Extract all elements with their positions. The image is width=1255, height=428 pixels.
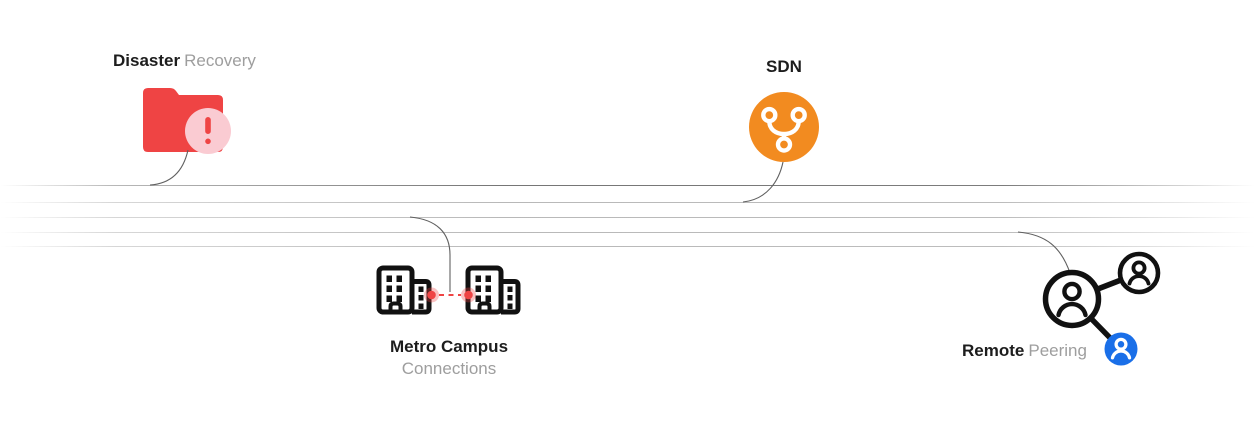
remote-peering-label-primary: Remote <box>962 341 1025 360</box>
disaster-recovery-label-secondary: Recovery <box>184 51 256 70</box>
backbone-line-4 <box>0 232 1255 233</box>
backbone-line-3 <box>0 217 1255 218</box>
backbone-line-2 <box>0 202 1255 203</box>
backbone-line-1 <box>0 185 1255 186</box>
disaster-recovery-label-primary: Disaster <box>113 51 181 70</box>
remote-peering-label-secondary: Peering <box>1028 341 1087 360</box>
metro-campus-label-secondary: Connections <box>401 359 497 378</box>
blue-peer-icon <box>1104 332 1138 366</box>
building-icon <box>376 265 432 315</box>
metro-campus-label-primary: Metro Campus <box>389 337 509 356</box>
backbone-line-5 <box>0 246 1255 247</box>
branch-icon <box>761 106 807 153</box>
sdn-node <box>749 92 819 162</box>
metro-campus-label: Metro Campus Connections <box>368 336 530 380</box>
folder-alert-icon <box>143 88 231 154</box>
sdn-label: SDN <box>749 56 819 77</box>
building-icon <box>465 265 521 315</box>
sdn-label-primary: SDN <box>766 57 802 76</box>
node-connector-curves <box>149 149 1071 292</box>
